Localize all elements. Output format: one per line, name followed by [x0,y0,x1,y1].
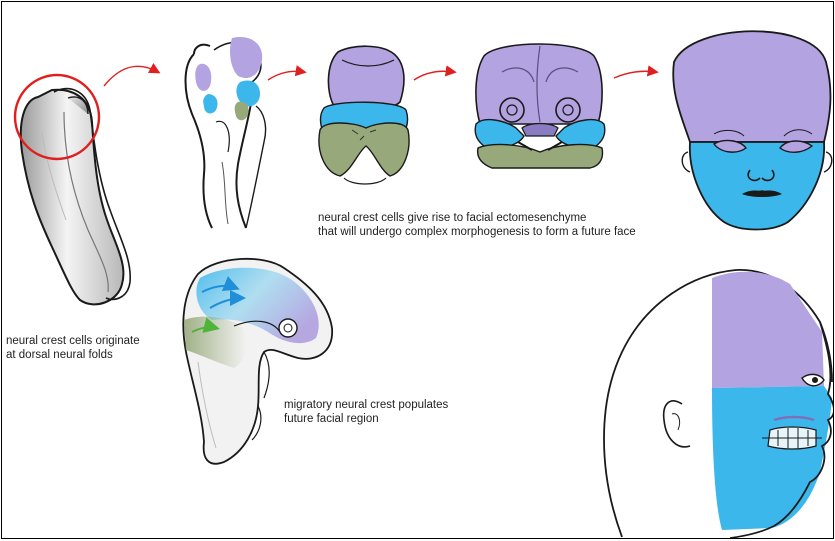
caption-ectomesenchyme-line-1: neural crest cells give rise to facial e… [318,211,636,225]
pharyngeal-face [319,46,409,184]
neural-fold-embryo [21,89,130,305]
early-embryo [186,37,266,228]
caption-migration: migratory neural crest populates future … [284,398,448,426]
adult-head-profile [604,270,833,538]
stage-arrow-4 [614,71,656,78]
stage-arrow-1 [104,66,158,86]
caption-origin-line-1: neural crest cells originate [6,334,140,348]
developing-face [475,44,604,168]
caption-ectomesenchyme-line-2: that will undergo complex morphogenesis … [318,225,636,239]
stage-arrow-2 [268,71,304,80]
caption-neural-crest-origin: neural crest cells originate at dorsal n… [6,334,140,362]
stage-arrow-3 [414,71,454,80]
caption-migration-line-2: future facial region [284,412,448,426]
migration-embryo [183,259,332,464]
fetal-face-front [673,31,832,229]
caption-origin-line-2: at dorsal neural folds [6,348,140,362]
caption-ectomesenchyme: neural crest cells give rise to facial e… [318,211,636,239]
caption-migration-line-1: migratory neural crest populates [284,398,448,412]
